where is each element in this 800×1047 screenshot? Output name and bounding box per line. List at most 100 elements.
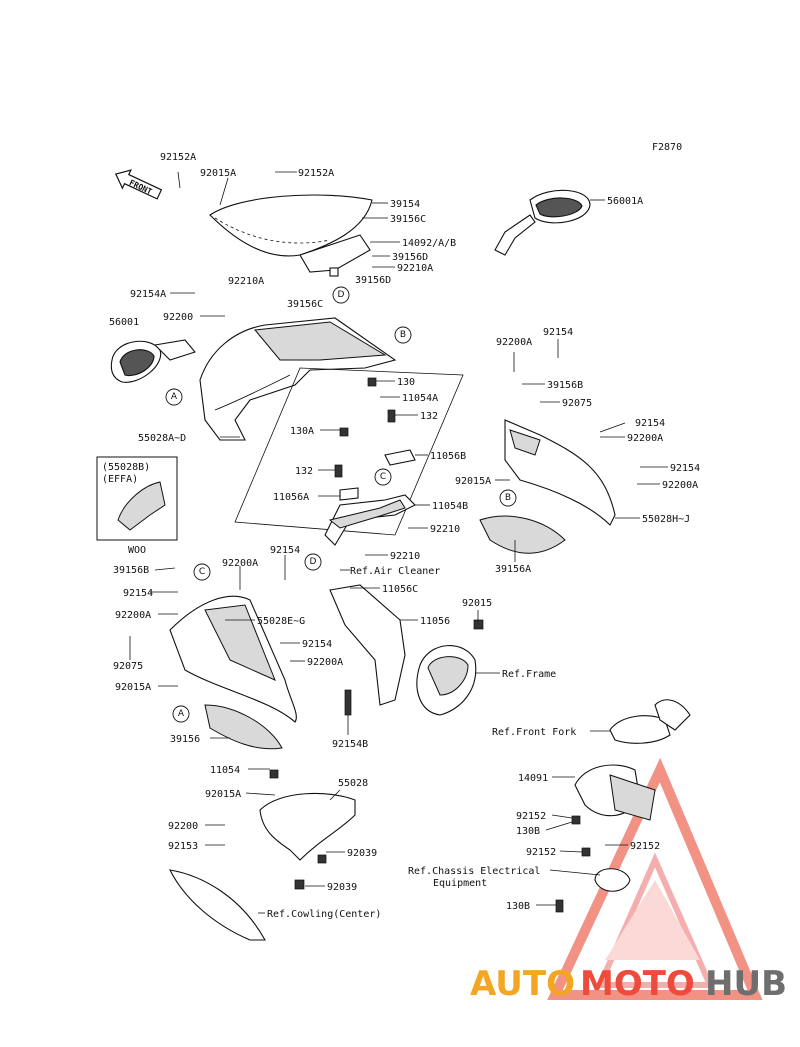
- label-92210a-top: 92210A: [397, 263, 433, 274]
- label-92153: 92153: [168, 841, 198, 852]
- label-92154-r2: 92154: [635, 418, 665, 429]
- ref-cowling-center: Ref.Cowling(Center): [267, 909, 381, 920]
- part-labels: 92152A 92015A 92152A 39154 39156C 14092/…: [109, 152, 700, 920]
- label-92015a-top: 92015A: [200, 168, 236, 179]
- label-55028a: 55028A~D: [138, 433, 186, 444]
- circle-ref-c-1: C: [374, 468, 392, 486]
- label-92039-b: 92039: [327, 882, 357, 893]
- label-11056c: 11056C: [382, 584, 418, 595]
- watermark-moto: MOTO: [580, 964, 695, 1004]
- label-92200a-r: 92200A: [496, 337, 532, 348]
- label-92200: 92200: [163, 312, 193, 323]
- inset-code: (55028B): [102, 462, 150, 473]
- label-39156d-mid: 39156D: [355, 275, 391, 286]
- label-92152a-top: 92152A: [160, 152, 196, 163]
- inset-box: (55028B) (EFFA) WOO: [96, 456, 178, 556]
- label-39156d-top: 39156D: [392, 252, 428, 263]
- front-arrow: FRONT: [114, 169, 163, 200]
- label-92152-r: 92152: [516, 811, 546, 822]
- label-92200a-c: 92200A: [307, 657, 343, 668]
- label-11054b: 11054B: [432, 501, 468, 512]
- headlight-stay: [555, 699, 691, 913]
- watermark-text: AUTO MOTO HUB: [470, 964, 787, 1004]
- svg-text:C: C: [380, 472, 386, 482]
- label-92200a-l: 92200A: [222, 558, 258, 569]
- leader-lines: [129, 171, 668, 914]
- circle-ref-d-1: D: [332, 286, 350, 304]
- ref-chassis-electrical: Ref.Chassis Electrical: [408, 866, 540, 877]
- label-92154-l2: 92154: [123, 588, 153, 599]
- label-39154: 39154: [390, 199, 420, 210]
- label-92210-a: 92210: [430, 524, 460, 535]
- label-92075-l: 92075: [113, 661, 143, 672]
- label-11056b: 11056B: [430, 451, 466, 462]
- label-92154-c: 92154: [302, 639, 332, 650]
- screen-bracket: [299, 234, 371, 277]
- label-92154-l: 92154: [270, 545, 300, 556]
- ref-frame: Ref.Frame: [502, 669, 556, 680]
- circle-ref-b-2: B: [499, 489, 517, 507]
- label-39156a: 39156A: [495, 564, 531, 575]
- label-55028: 55028: [338, 778, 368, 789]
- figure-code: F2870: [652, 142, 682, 153]
- label-92154b: 92154B: [332, 739, 368, 750]
- svg-text:D: D: [310, 557, 317, 567]
- label-11056: 11056: [420, 616, 450, 627]
- label-92015: 92015: [462, 598, 492, 609]
- label-92015a-l: 92015A: [115, 682, 151, 693]
- circle-ref-c-2: C: [193, 563, 211, 581]
- mirror-left: [110, 339, 196, 383]
- label-39156c-top: 39156C: [390, 214, 426, 225]
- label-56001a: 56001A: [607, 196, 643, 207]
- stay-bracket: [234, 367, 464, 546]
- label-92200-b: 92200: [168, 821, 198, 832]
- label-92200a-r2: 92200A: [627, 433, 663, 444]
- label-132-top: 132: [420, 411, 438, 422]
- label-14092: 14092/A/B: [402, 238, 456, 249]
- svg-text:C: C: [199, 567, 205, 577]
- svg-text:A: A: [171, 392, 178, 402]
- watermark-hub: HUB: [705, 964, 787, 1004]
- circle-ref-d-2: D: [304, 553, 322, 571]
- svg-text:B: B: [505, 493, 511, 503]
- label-92075-r: 92075: [562, 398, 592, 409]
- label-92152-r2: 92152: [630, 841, 660, 852]
- side-cowl-left: [169, 595, 297, 750]
- inset-variant: WOO: [128, 545, 146, 556]
- label-11054: 11054: [210, 765, 240, 776]
- label-92154-r: 92154: [543, 327, 573, 338]
- mirror-right: [494, 189, 591, 256]
- label-132-mid: 132: [295, 466, 313, 477]
- label-11054a: 11054A: [402, 393, 438, 404]
- circle-ref-a-1: A: [165, 388, 183, 406]
- windscreen: [209, 194, 373, 257]
- label-56001: 56001: [109, 317, 139, 328]
- label-92200a-l2: 92200A: [115, 610, 151, 621]
- label-92152a-top2: 92152A: [298, 168, 334, 179]
- circle-ref-b-1: B: [394, 326, 412, 344]
- svg-text:D: D: [338, 290, 345, 300]
- label-92152-r3: 92152: [526, 847, 556, 858]
- label-55028e: 55028E~G: [257, 616, 305, 627]
- label-92210-b: 92210: [390, 551, 420, 562]
- ref-front-fork: Ref.Front Fork: [492, 727, 576, 738]
- ref-chassis-electrical-equipment: Equipment: [433, 878, 487, 889]
- label-92154-r3: 92154: [670, 463, 700, 474]
- inset-color: (EFFA): [102, 474, 138, 485]
- label-39156b-r: 39156B: [547, 380, 583, 391]
- label-92200a-r3: 92200A: [662, 480, 698, 491]
- label-92210a-left: 92210A: [228, 276, 264, 287]
- label-92154a: 92154A: [130, 289, 166, 300]
- label-39156c-mid: 39156C: [287, 299, 323, 310]
- label-130b-a: 130B: [516, 826, 540, 837]
- svg-text:B: B: [400, 330, 406, 340]
- label-130a: 130A: [290, 426, 314, 437]
- label-130: 130: [397, 377, 415, 388]
- label-11056a: 11056A: [273, 492, 309, 503]
- lower-cowl: [169, 769, 356, 941]
- ref-air-cleaner: Ref.Air Cleaner: [350, 566, 440, 577]
- label-39156: 39156: [170, 734, 200, 745]
- label-92015a-b: 92015A: [205, 789, 241, 800]
- circle-ref-a-2: A: [172, 705, 190, 723]
